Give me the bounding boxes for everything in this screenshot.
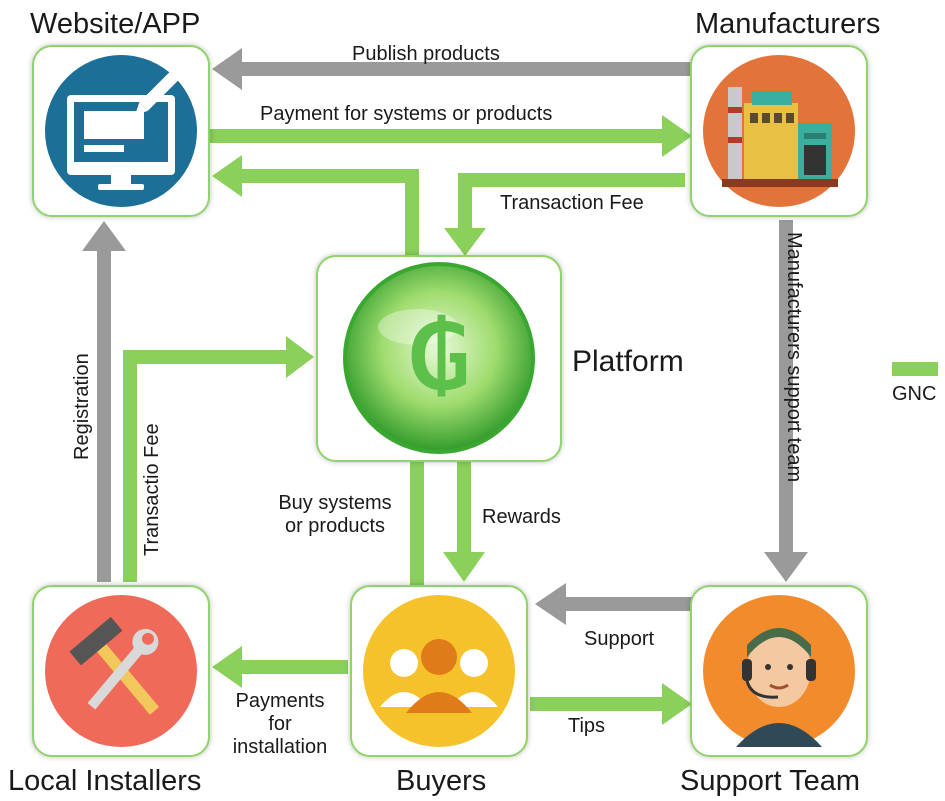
platform-title: Platform xyxy=(572,345,684,378)
manufacturers-node xyxy=(690,45,868,217)
support-label: Support xyxy=(584,628,655,650)
monitor-icon xyxy=(45,55,197,207)
support-team-title: Support Team xyxy=(680,765,861,797)
headset-agent-icon xyxy=(703,595,855,747)
rewards-arrow xyxy=(443,462,485,582)
transactio-fee-label: Transactio Fee xyxy=(141,423,163,556)
website-title: Website/APP xyxy=(30,8,201,40)
buy-systems-label-line2: or products xyxy=(284,515,386,537)
buy-systems-label-line1: Buy systems xyxy=(278,492,392,514)
publish-products-arrow xyxy=(212,48,692,90)
tools-icon xyxy=(45,595,197,747)
support-team-node xyxy=(690,585,868,757)
tips-arrow xyxy=(530,683,692,725)
website-node xyxy=(32,45,210,217)
manufacturers-support-arrow xyxy=(764,220,808,582)
legend-label-gnc: GNC xyxy=(892,383,937,405)
transactio-fee-arrow xyxy=(123,336,314,582)
payments-label-line3: installation xyxy=(232,736,328,758)
svg-text:₲: ₲ xyxy=(407,304,471,411)
publish-products-label: Publish products xyxy=(352,43,500,65)
factory-icon xyxy=(703,55,855,207)
payment-label: Payment for systems or products xyxy=(260,103,553,125)
users-icon xyxy=(363,595,515,747)
legend-swatch-gnc xyxy=(892,362,938,376)
gnc-globe-icon: ₲ xyxy=(343,262,535,454)
manufacturers-support-label: Manufacturers support team xyxy=(783,232,805,483)
rewards-label: Rewards xyxy=(482,506,561,528)
payments-label-line1: Payments xyxy=(235,690,325,712)
payments-label-line2: for xyxy=(268,713,292,735)
transaction-fee-label: Transaction Fee xyxy=(500,192,644,214)
platform-node: ₲ xyxy=(316,255,562,462)
buy-systems-line xyxy=(410,462,424,586)
local-installers-node xyxy=(32,585,210,757)
transaction-fee-arrow xyxy=(444,173,685,256)
buy-systems-label: Buy systems or products xyxy=(262,492,408,538)
manufacturers-title: Manufacturers xyxy=(695,8,881,40)
registration-arrow xyxy=(82,221,126,582)
buyers-title: Buyers xyxy=(396,765,487,797)
tips-label: Tips xyxy=(568,715,606,737)
platform-to-website-arrow xyxy=(212,155,419,257)
local-installers-title: Local Installers xyxy=(8,765,202,797)
payment-arrow xyxy=(210,115,692,157)
support-arrow xyxy=(535,583,692,625)
registration-label: Registration xyxy=(71,353,93,460)
payments-installation-label: Payments for installation xyxy=(220,690,340,759)
buyers-node xyxy=(350,585,528,757)
payments-installation-arrow xyxy=(212,646,348,688)
